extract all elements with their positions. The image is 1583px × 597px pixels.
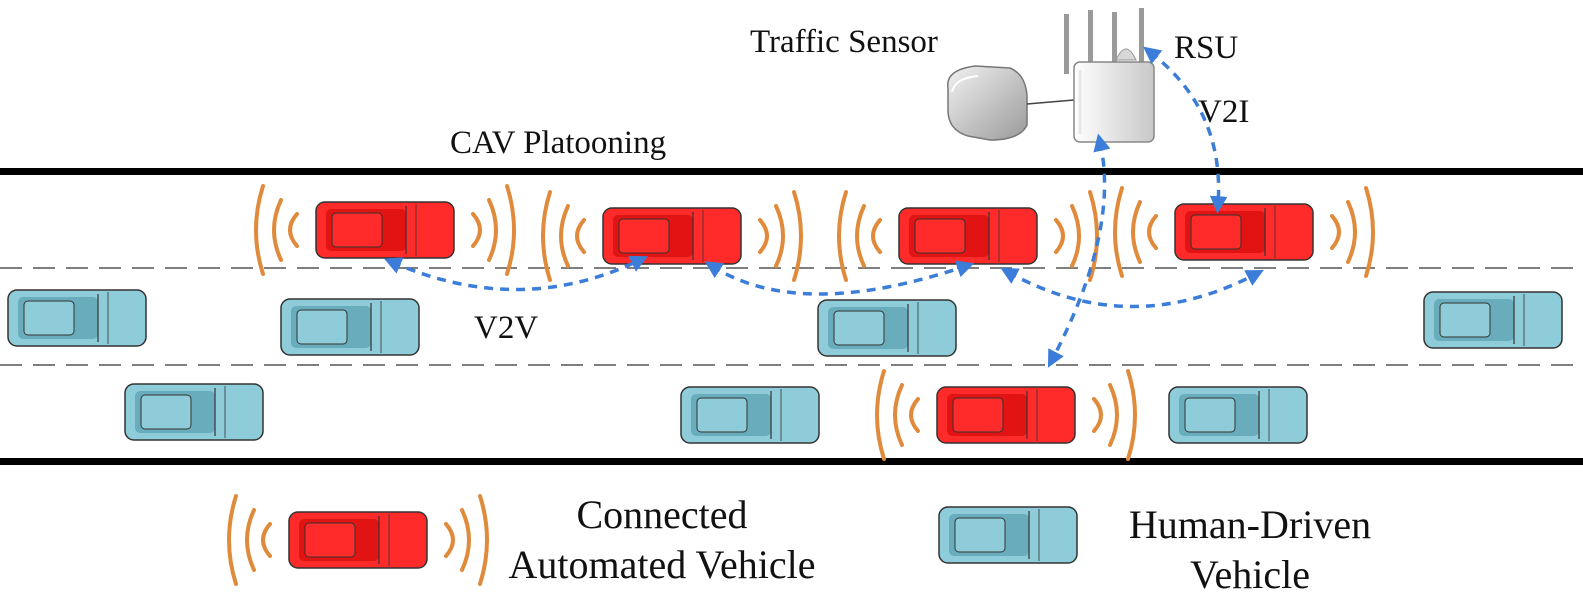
legend-cav-icon — [288, 511, 428, 569]
cav-signal-wave-icon-5 — [875, 369, 1137, 461]
hdv-vehicle-7 — [1168, 386, 1308, 444]
v2i-label: V2I — [1198, 94, 1249, 130]
hdv-vehicle-5 — [124, 383, 264, 441]
v2i-arrow-rsu-to-cav — [1143, 46, 1228, 214]
legend: Connected Automated Vehicle Human-Driven… — [509, 492, 1372, 597]
road-edge-top — [0, 168, 1583, 175]
cav-platooning-label: CAV Platooning — [450, 125, 666, 161]
cav-vehicle-1 — [315, 201, 455, 259]
communication-arrows — [383, 46, 1264, 368]
cav-vehicle-4 — [1174, 203, 1314, 261]
hdv-vehicle-4 — [1423, 291, 1563, 349]
legend-cav-signal-wave-icon — [227, 494, 489, 586]
v2v-arrow-2 — [704, 260, 975, 296]
legend-cav-label-line2: Automated Vehicle — [509, 542, 816, 587]
hdv-vehicle-3 — [817, 299, 957, 357]
hdv-vehicle-6 — [680, 386, 820, 444]
rsu-antenna-icon — [1064, 8, 1155, 143]
v2v-arrow-3 — [1000, 267, 1264, 309]
cav-vehicle-2 — [602, 207, 742, 265]
legend-hdv-label-line2: Vehicle — [1190, 552, 1310, 597]
traffic-sensor-label: Traffic Sensor — [750, 24, 938, 60]
vehicles-layer — [7, 184, 1563, 586]
road-edge-bottom — [0, 458, 1583, 465]
v2i-arrow-rsu-to-lane3 — [1047, 133, 1111, 368]
rsu-label: RSU — [1174, 30, 1238, 66]
legend-cav-label-line1: Connected — [576, 492, 747, 537]
v2v-arrow-1 — [383, 255, 648, 292]
cav-vehicle-3 — [898, 207, 1038, 265]
road — [0, 168, 1583, 465]
hdv-vehicle-2 — [280, 298, 420, 356]
cav-signal-wave-icon-4 — [1113, 186, 1375, 278]
v2v-label: V2V — [474, 310, 538, 346]
traffic-sensor-icon — [947, 65, 1075, 141]
legend-hdv-icon — [938, 506, 1078, 564]
hdv-vehicle-1 — [7, 289, 147, 347]
cav-vehicle-5 — [936, 386, 1076, 444]
legend-hdv-label-line1: Human-Driven — [1129, 502, 1371, 547]
